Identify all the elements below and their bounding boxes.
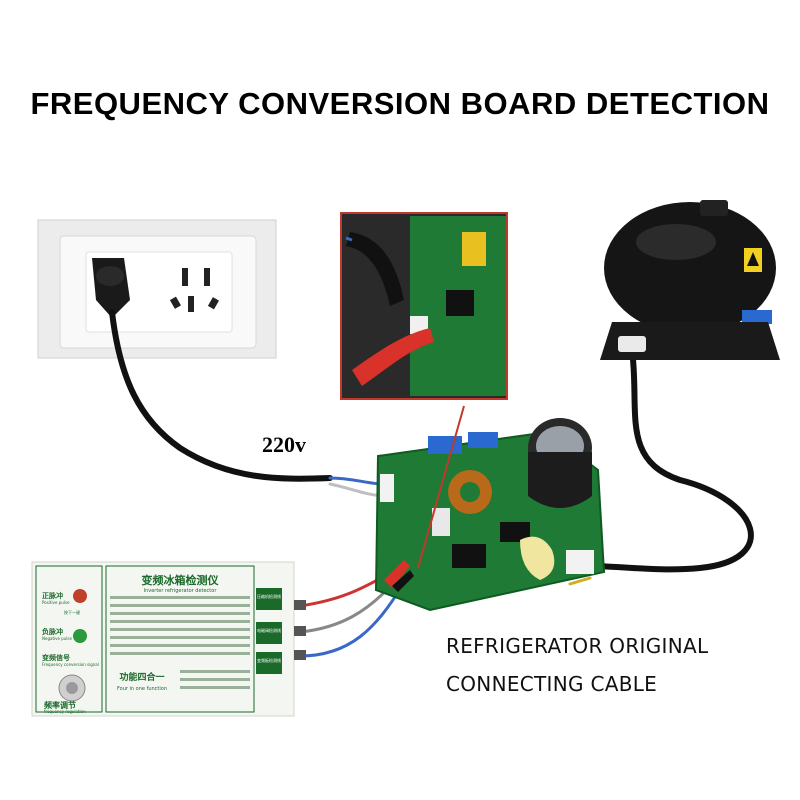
knob-label-cn: 频率调节: [44, 700, 76, 710]
page-title: FREQUENCY CONVERSION BOARD DETECTION: [30, 86, 770, 121]
tab-inverter-board: 变频板检测线: [257, 657, 281, 663]
label-negative-cn: 负脉冲: [42, 627, 63, 636]
device-title-cn: 变频冰箱检测仪: [142, 573, 220, 587]
alligator-clip-icon: [346, 232, 404, 306]
button-sub-label: 按下一键: [64, 609, 80, 615]
label-frequency-en: Frequency conversion signal: [42, 662, 99, 667]
knob-label-en: frequency regulation: [44, 709, 86, 714]
inset-closeup: [340, 212, 508, 400]
caption-line-1: REFRIGERATOR ORIGINAL: [446, 634, 709, 658]
voltage-label: 220v: [262, 432, 306, 457]
wall-socket-icon: [37, 219, 277, 359]
device-title-en: Inverter refrigerator detector: [144, 588, 218, 594]
caption-line-2: CONNECTING CABLE: [446, 672, 658, 696]
function-label-cn: 功能四合一: [119, 671, 164, 683]
label-positive-cn: 正脉冲: [42, 591, 63, 600]
alligator-clip-icon: [384, 560, 410, 588]
compressor-icon: [600, 200, 780, 360]
alligator-clip-icon: [352, 328, 434, 386]
tab-compressor: 压缩机检测线: [257, 593, 281, 599]
label-positive-en: Positive pulse: [42, 600, 70, 605]
tab-solenoid: 电磁阀检测线: [257, 627, 281, 633]
function-label-en: Four in one function: [117, 686, 167, 692]
detector-device: 变频冰箱检测仪 Inverter refrigerator detector 正…: [31, 561, 306, 717]
inset-pointer-line: [417, 405, 465, 569]
label-frequency-cn: 变频信号: [42, 653, 70, 662]
alligator-clip-icon: [392, 570, 414, 592]
label-negative-en: Negative pulse: [42, 636, 72, 641]
circuit-board-icon: [374, 418, 606, 612]
